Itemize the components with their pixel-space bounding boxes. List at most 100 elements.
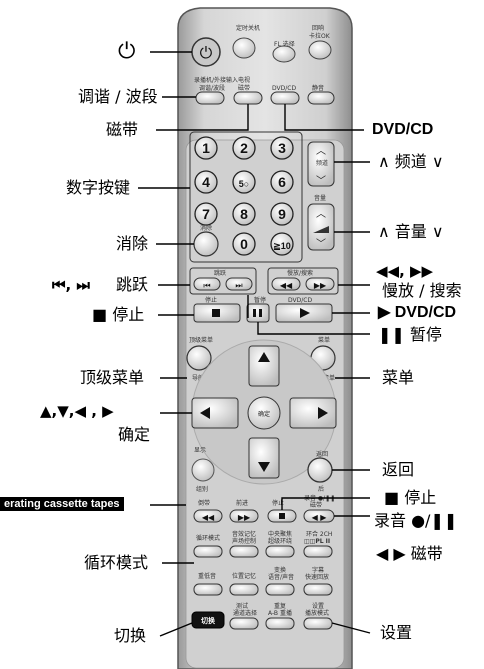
svg-text:变换: 变换 <box>274 566 286 574</box>
digit-label: 5○ <box>239 179 249 189</box>
svg-text:音效记忆: 音效记忆 <box>232 530 256 538</box>
skip-fwd-button[interactable] <box>225 277 253 291</box>
svg-text:语音/声音: 语音/声音 <box>268 573 294 581</box>
switch-button[interactable] <box>191 611 225 629</box>
svg-text:静音: 静音 <box>312 84 324 92</box>
svg-text:DVD/CD: DVD/CD <box>288 297 312 304</box>
digit-button[interactable] <box>232 170 256 194</box>
tape-ff-button[interactable] <box>229 509 259 523</box>
cancel-button[interactable] <box>193 231 219 257</box>
fl-label: FL 选择 <box>274 40 295 48</box>
numeric-keys-callout: 数字按键 <box>66 178 131 197</box>
svg-text:快速回放: 快速回放 <box>305 573 329 581</box>
repeat-mode-button[interactable] <box>193 545 223 558</box>
repeat-mode-callout: 循环模式 <box>84 553 149 572</box>
svg-text:DVD/CD: DVD/CD <box>272 85 296 92</box>
stop-callout: ■ 停止 <box>92 305 145 324</box>
display-button[interactable] <box>191 458 215 482</box>
volume-callout: ∧ 音量 ∨ <box>378 222 444 241</box>
switch-callout: 切换 <box>114 626 147 645</box>
return-callout: 返回 <box>382 460 415 479</box>
skip-symbol-callout: ⏮, ⏭ <box>52 276 90 294</box>
audio-button[interactable] <box>265 583 295 596</box>
svg-text:慢放/搜索: 慢放/搜索 <box>287 269 313 277</box>
pause-button[interactable] <box>246 303 270 323</box>
digit-label: ≧10 <box>273 241 291 251</box>
svg-text:⏮: ⏮ <box>203 281 210 290</box>
slow-rew-button[interactable] <box>271 277 301 291</box>
svg-text:中央聚焦: 中央聚焦 <box>268 530 292 538</box>
enter-button[interactable] <box>247 396 281 430</box>
digit-label: 6 <box>278 174 286 190</box>
svg-text:⏭: ⏭ <box>235 281 242 290</box>
digit-label: 8 <box>240 206 248 222</box>
svg-text:确定: 确定 <box>258 410 270 418</box>
digit-button[interactable] <box>194 136 218 160</box>
right-arrow-button[interactable] <box>289 397 337 429</box>
tape-direction-callout: ◀ ▶ 磁带 <box>376 544 443 563</box>
digit-label: 1 <box>202 140 210 156</box>
karaoke-button[interactable] <box>308 40 332 60</box>
svg-text:组别: 组别 <box>196 485 208 493</box>
svg-text:◀◀: ◀◀ <box>202 513 215 522</box>
svg-text:后: 后 <box>318 485 324 493</box>
svg-text:停止: 停止 <box>205 296 217 304</box>
svg-text:前进: 前进 <box>236 499 248 507</box>
setup-button[interactable] <box>303 617 333 630</box>
down-arrow-button[interactable] <box>248 437 280 479</box>
tuning-band-callout: 调谐 / 波段 <box>78 87 158 106</box>
digit-button[interactable] <box>270 202 294 226</box>
svg-text:频道: 频道 <box>316 159 328 167</box>
sound-memory-button[interactable] <box>229 545 259 558</box>
record-pause-callout: 录音 ●/❚❚ <box>374 511 458 530</box>
return-button[interactable] <box>307 457 333 483</box>
left-arrow-button[interactable] <box>191 397 239 429</box>
channel-rocker[interactable] <box>307 141 335 187</box>
subtitle-button[interactable] <box>303 583 333 596</box>
volume-rocker[interactable] <box>307 203 335 251</box>
digit-button[interactable] <box>232 202 256 226</box>
svg-text:显示: 显示 <box>194 447 206 454</box>
svg-text:测试: 测试 <box>236 602 248 610</box>
ab-repeat-button[interactable] <box>265 617 295 630</box>
up-arrow-button[interactable] <box>248 345 280 387</box>
tape-button[interactable] <box>233 91 263 105</box>
digit-button[interactable] <box>270 136 294 160</box>
digit-label: 3 <box>278 140 286 156</box>
svg-text:播放模式: 播放模式 <box>305 609 329 617</box>
center-focus-button[interactable] <box>265 545 295 558</box>
fl-button[interactable] <box>272 45 296 63</box>
position-memory-button[interactable] <box>229 583 259 596</box>
test-button[interactable] <box>229 617 259 630</box>
svg-text:通道选择: 通道选择 <box>233 609 257 617</box>
slow-ff-button[interactable] <box>305 277 335 291</box>
dvd-cd-callout: DVD/CD <box>372 121 434 138</box>
tape-stop-callout: ■ 停止 <box>384 488 437 507</box>
digit-button[interactable] <box>232 232 256 256</box>
digit-button[interactable] <box>232 136 256 160</box>
digit-button[interactable] <box>194 202 218 226</box>
digit-label: 9 <box>278 206 286 222</box>
svg-text:A-B 重播: A-B 重播 <box>268 609 292 617</box>
digit-button[interactable] <box>194 170 218 194</box>
pl2-button[interactable] <box>303 545 333 558</box>
svg-text:倒带: 倒带 <box>198 499 210 507</box>
top-menu-button[interactable] <box>186 345 212 371</box>
digit-label: 0 <box>240 236 248 252</box>
tape-rew-button[interactable] <box>193 509 223 523</box>
dvd-cd-button[interactable] <box>270 91 300 105</box>
mute-button[interactable] <box>307 91 335 105</box>
channel-callout: ∧ 频道 ∨ <box>378 152 444 171</box>
timer-button[interactable] <box>232 37 256 59</box>
skip-back-button[interactable] <box>193 277 221 291</box>
svg-text:返回: 返回 <box>316 451 328 458</box>
digit-button[interactable] <box>270 170 294 194</box>
svg-text:◀ ▶: ◀ ▶ <box>312 513 328 522</box>
power-callout: ⏻ <box>118 39 136 64</box>
svg-text:菜单: 菜单 <box>318 336 330 344</box>
heavy-bass-button[interactable] <box>193 583 223 596</box>
svg-text:切换: 切换 <box>201 616 216 625</box>
tuning-band-button[interactable] <box>195 91 225 105</box>
digit-button[interactable] <box>270 232 294 256</box>
